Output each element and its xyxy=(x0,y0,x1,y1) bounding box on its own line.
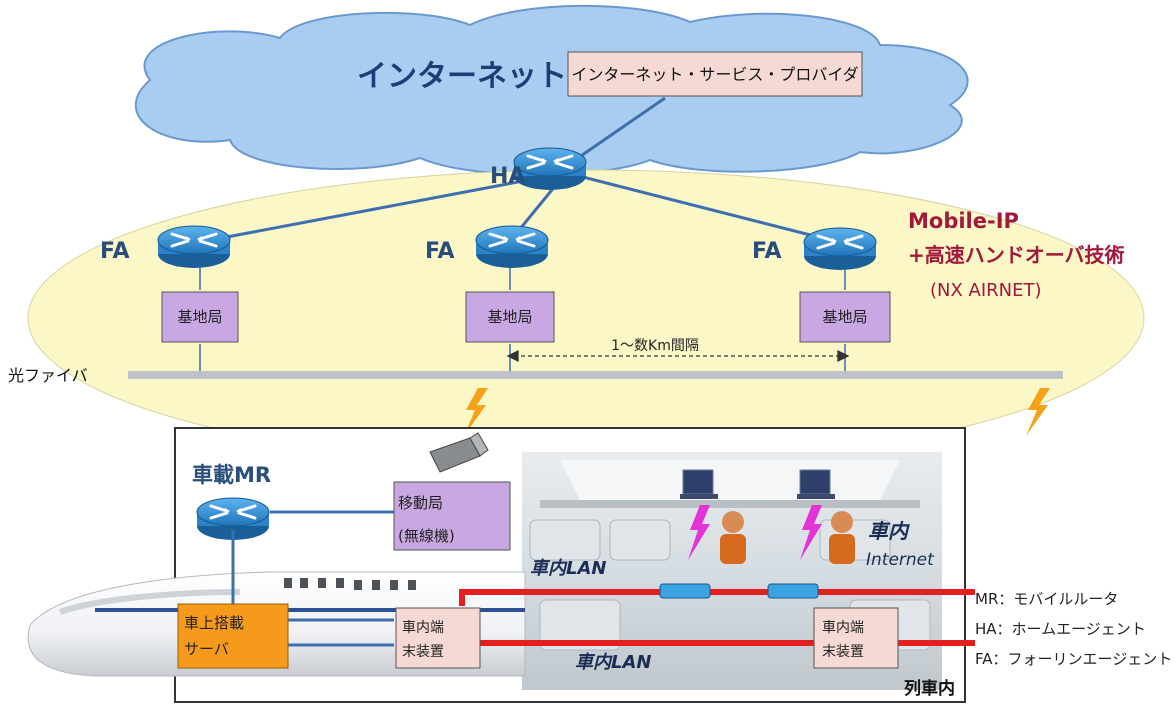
lightning-icon-2 xyxy=(1026,388,1050,436)
network-links xyxy=(194,96,831,245)
onboard-server-box xyxy=(177,603,289,669)
terminal-right-box xyxy=(813,607,899,669)
train-links xyxy=(231,510,394,647)
legend-item-fa: FA：フォーリンエージェント xyxy=(975,650,1172,668)
mobile-station-label-1: 移動局 xyxy=(398,494,443,512)
onboard-mr-label: 車載MR xyxy=(192,463,271,487)
base-station-label-3: 基地局 xyxy=(822,308,867,326)
isp-box xyxy=(567,51,863,97)
fa-router-icon-1 xyxy=(156,224,232,270)
lan-switch-icons xyxy=(659,583,819,599)
train-interior-photo xyxy=(522,452,942,690)
fa-router-icon-3 xyxy=(802,226,878,272)
internet-cloud xyxy=(134,4,969,176)
terminal-left-label-2: 末装置 xyxy=(402,644,444,660)
mobile-station-box xyxy=(393,481,511,551)
fa-label-2: FA xyxy=(425,239,455,264)
spacing-arrow xyxy=(506,349,850,363)
base-station-2 xyxy=(465,291,555,343)
legend-item-mr: MR：モバイルルータ xyxy=(975,590,1118,608)
terminal-right-label-2: 末装置 xyxy=(822,644,864,660)
tech-title-1: Mobile-IP xyxy=(908,209,1019,233)
onboard-server-label-2: サーバ xyxy=(184,640,229,658)
lightning-icon-1 xyxy=(464,388,488,436)
onboard-server-label-1: 車上搭載 xyxy=(184,614,244,632)
base-station-label-1: 基地局 xyxy=(177,308,222,326)
tech-title-2: +高速ハンドオーバ技術 xyxy=(908,243,1125,267)
car-internet-label-1: 車内 xyxy=(868,519,910,543)
mobile-station-label-2: (無線機) xyxy=(398,527,455,545)
fiber-label: 光ファイバ xyxy=(8,366,88,385)
internet-title: インターネット xyxy=(357,59,567,94)
terminal-left-label-1: 車内端 xyxy=(402,619,444,636)
laptop-icon-2 xyxy=(797,469,835,499)
laptop-icon-1 xyxy=(680,469,718,499)
fa-label-1: FA xyxy=(100,239,130,264)
wireless-icon-1 xyxy=(688,505,710,560)
wireless-icon-2 xyxy=(800,505,822,560)
legend-item-ha: HA：ホームエージェント xyxy=(975,620,1146,638)
legend: MR：モバイルルータ HA：ホームエージェント FA：フォーリンエージェント xyxy=(975,590,1172,668)
tech-subtitle: (NX AIRNET) xyxy=(930,280,1042,301)
ha-label: HA xyxy=(490,164,525,189)
lan-label-lower: 車内LAN xyxy=(575,652,651,673)
fa-label-3: FA xyxy=(752,239,782,264)
fa-router-icon-2 xyxy=(474,224,550,270)
spacing-label: 1〜数Km間隔 xyxy=(611,338,699,354)
base-station-label-2: 基地局 xyxy=(487,308,532,326)
isp-label: インターネット・サービス・プロバイダ xyxy=(571,65,858,84)
base-station-1 xyxy=(161,291,239,343)
terminal-left-box xyxy=(395,607,481,669)
lan-label-upper: 車内LAN xyxy=(530,558,606,579)
in-train-label: 列車内 xyxy=(904,678,955,699)
car-internet-label-2: Internet xyxy=(866,550,935,570)
terminal-right-label-1: 車内端 xyxy=(822,619,864,636)
fiber-line xyxy=(128,371,1063,379)
antenna-icon xyxy=(429,432,489,473)
base-station-3 xyxy=(799,291,891,343)
